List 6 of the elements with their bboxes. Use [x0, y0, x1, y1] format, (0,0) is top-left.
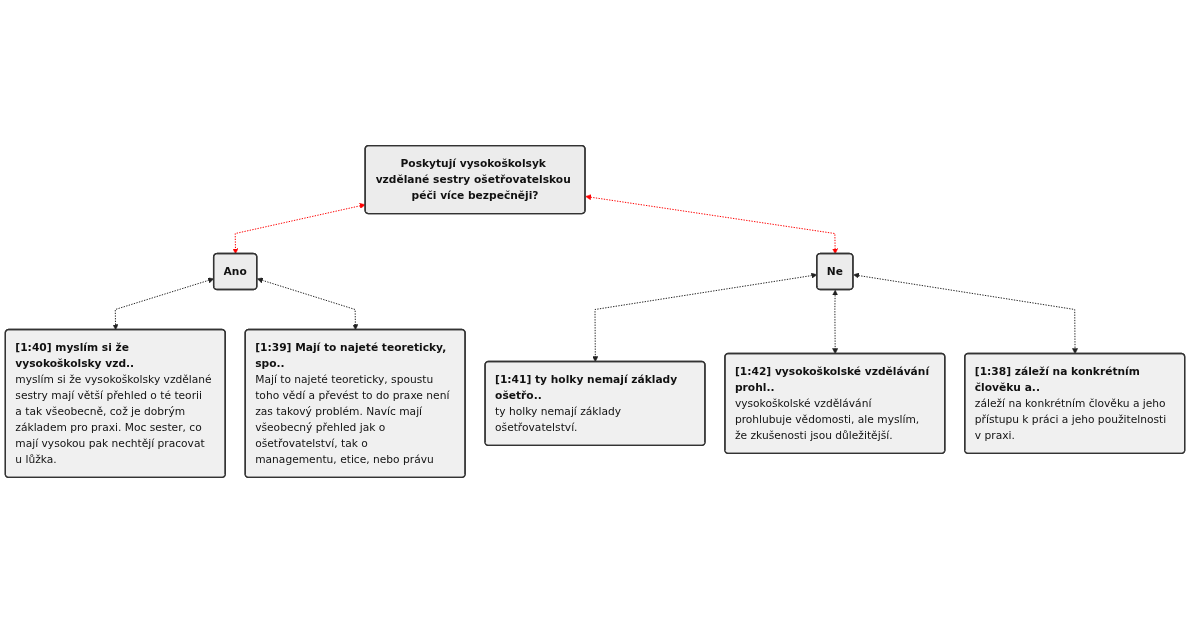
arrow — [832, 289, 839, 355]
arrow — [257, 277, 359, 331]
arrow — [112, 277, 214, 331]
arrow — [232, 203, 366, 255]
arrow — [585, 194, 839, 255]
arrow — [853, 272, 1078, 355]
